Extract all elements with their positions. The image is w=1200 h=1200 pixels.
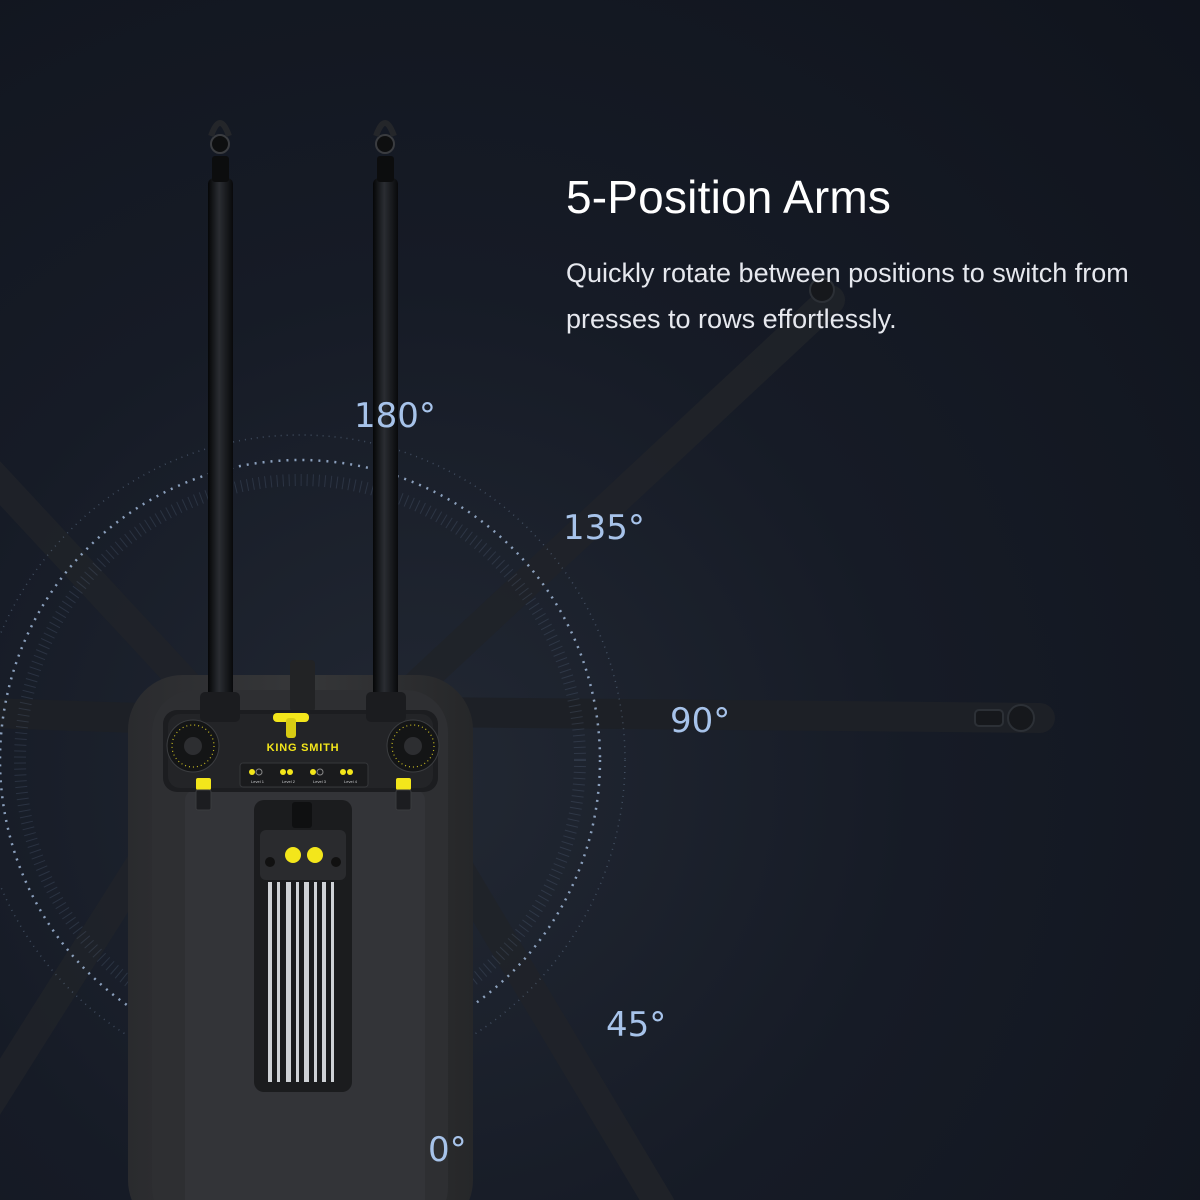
angle-label-45: 45° xyxy=(606,1005,667,1045)
cable-carriage xyxy=(254,800,352,1092)
upright-arms xyxy=(200,120,406,722)
level-label: Level 3 xyxy=(313,779,326,784)
feature-description: Quickly rotate between positions to swit… xyxy=(566,258,1129,334)
angle-label-0: 0° xyxy=(428,1130,467,1170)
ghost-arm-fittings xyxy=(809,277,1035,732)
brand-logo: KING SMITH xyxy=(266,742,340,754)
level-label: Level 4 xyxy=(344,779,357,784)
angle-label-90: 90° xyxy=(670,701,731,741)
feature-headline: 5-Position Arms xyxy=(566,171,892,223)
angle-label-135: 135° xyxy=(563,508,645,548)
level-label: Level 1 xyxy=(251,779,264,784)
control-bar xyxy=(163,710,440,811)
angle-label-180: 180° xyxy=(354,396,436,436)
level-label: Level 2 xyxy=(282,779,295,784)
level-labels: Level 1 Level 2 Level 3 Level 4 xyxy=(242,779,366,784)
